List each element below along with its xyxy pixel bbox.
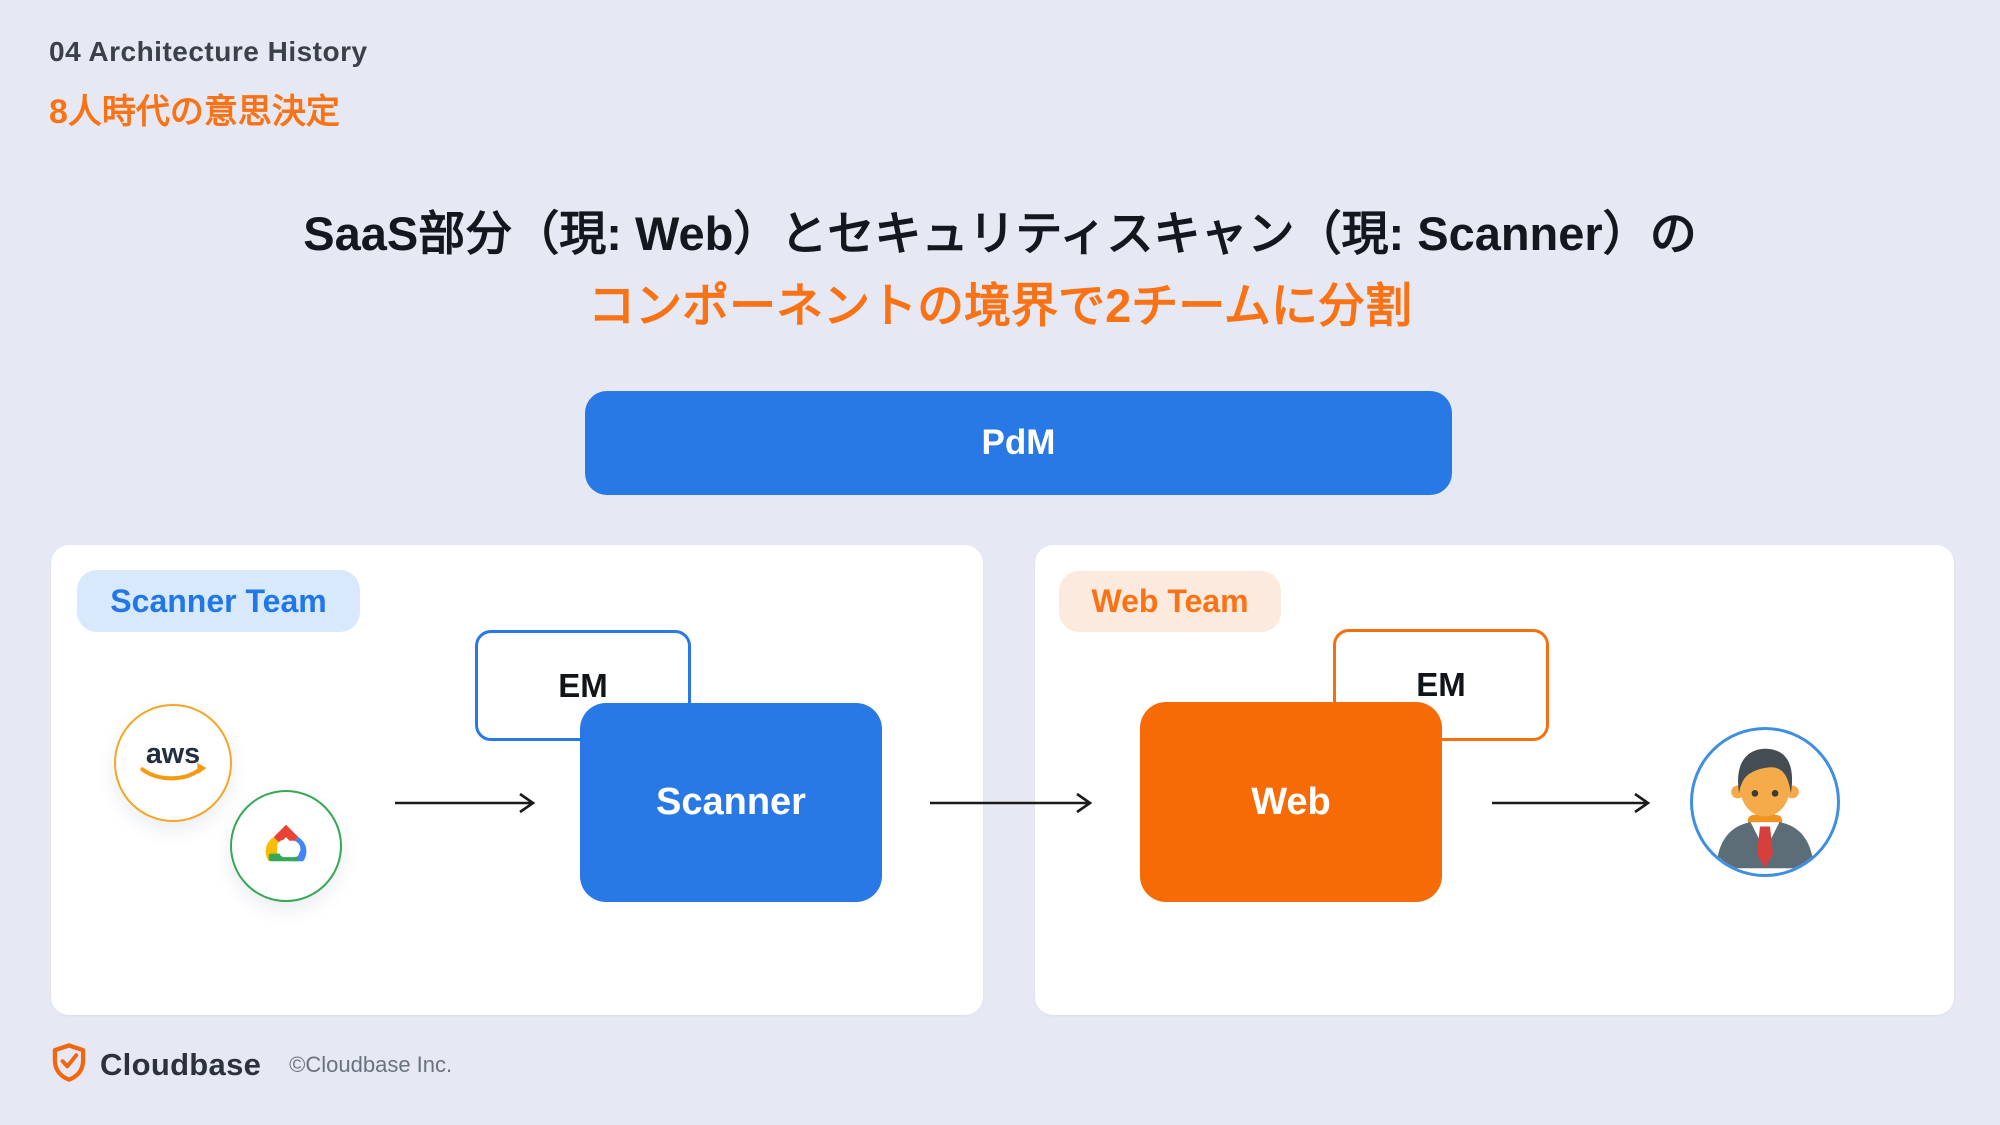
slide-subtitle: 8人時代の意思決定 bbox=[49, 93, 340, 131]
scanner-box-label: Scanner bbox=[656, 781, 806, 823]
user-avatar bbox=[1690, 727, 1840, 877]
scanner-box: Scanner bbox=[580, 703, 882, 902]
scanner-team-badge: Scanner Team bbox=[77, 570, 360, 632]
slide-kicker: 04 Architecture History bbox=[49, 36, 368, 67]
web-team-badge: Web Team bbox=[1059, 571, 1281, 632]
aws-logo-text: aws bbox=[146, 737, 200, 769]
web-em-label: EM bbox=[1416, 666, 1466, 703]
gcp-logo-circle bbox=[230, 790, 342, 902]
slide-title: SaaS部分（現: Web）とセキュリティスキャン（現: Scanner）の コ… bbox=[0, 207, 2000, 333]
cloudbase-shield-icon bbox=[50, 1042, 88, 1088]
gcp-logo-icon bbox=[253, 819, 319, 874]
aws-logo-circle: aws bbox=[114, 704, 232, 822]
web-box: Web bbox=[1140, 702, 1442, 902]
scanner-team-badge-label: Scanner Team bbox=[110, 582, 327, 619]
footer-copyright: ©Cloudbase Inc. bbox=[289, 1052, 453, 1077]
title-line-1: SaaS部分（現: Web）とセキュリティスキャン（現: Scanner）の bbox=[303, 207, 1697, 260]
title-line-2: コンポーネントの境界で2チームに分割 bbox=[588, 279, 1412, 333]
arrow-right-icon-scanner-to-web bbox=[928, 789, 1100, 817]
person-icon bbox=[1693, 730, 1837, 874]
arrow-right-icon-web-to-user bbox=[1490, 789, 1658, 817]
pdm-box: PdM bbox=[585, 391, 1452, 495]
footer: Cloudbase ©Cloudbase Inc. bbox=[50, 1042, 452, 1088]
scanner-em-label: EM bbox=[558, 666, 608, 704]
web-team-badge-label: Web Team bbox=[1091, 583, 1249, 619]
aws-logo-icon: aws bbox=[134, 734, 212, 793]
arrow-right-icon-cloud-to-scanner bbox=[393, 789, 543, 817]
footer-brand: Cloudbase bbox=[100, 1047, 262, 1082]
web-box-label: Web bbox=[1251, 780, 1331, 823]
pdm-label: PdM bbox=[981, 423, 1056, 462]
